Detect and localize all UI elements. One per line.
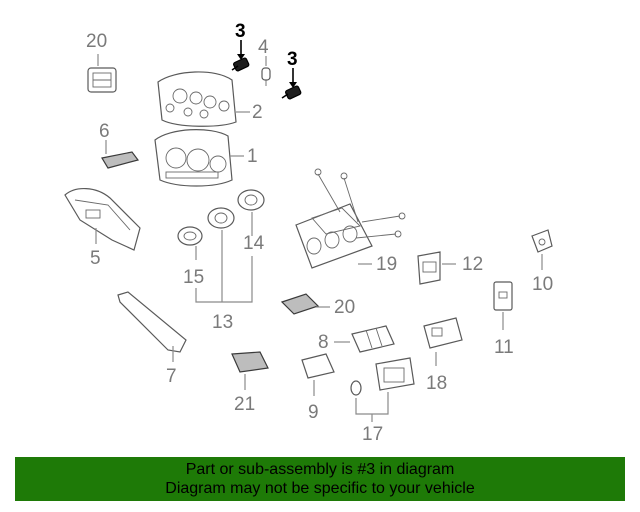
part-19-climate-control[interactable] [295,168,406,269]
part-3-bulb-socket-a[interactable] [231,57,250,72]
callout-21: 21 [234,394,255,415]
part-1-instrument-cluster[interactable] [154,129,233,187]
part-16-switch[interactable] [87,67,117,93]
callout-8: 8 [318,332,329,353]
callout-12: 12 [462,254,483,275]
part-21-relay[interactable] [231,351,269,373]
part-17-bulb[interactable] [350,380,362,396]
callout-15: 15 [183,267,204,288]
part-10-sensor[interactable] [531,229,553,253]
callout-20: 20 [334,297,355,318]
part-13-knob[interactable] [207,207,235,229]
leader-17-bracket [355,392,389,415]
arrowhead-3a [237,54,245,60]
part-3-bulb-socket-b[interactable] [281,85,302,100]
part-12-switch[interactable] [417,251,441,285]
callout-3a: 3 [235,21,246,42]
callout-1: 1 [247,146,258,167]
part-8-connector[interactable] [351,325,395,353]
callout-17: 17 [362,424,383,445]
part-17-switch[interactable] [375,357,415,391]
callout-13: 13 [212,312,233,333]
callout-18: 18 [426,373,447,394]
callout-7: 7 [166,366,177,387]
arrowhead-3b [289,82,297,88]
part-5-bezel[interactable] [64,188,141,251]
part-6-trim[interactable] [101,151,140,169]
part-4-bulb[interactable] [261,67,271,86]
part-2-cluster-lens[interactable] [157,71,237,127]
callout-16: 20 [86,31,107,52]
part-15-knob[interactable] [177,226,203,246]
part-7-trim-strip[interactable] [117,291,187,353]
callout-3b: 3 [287,49,298,70]
callout-6: 6 [99,121,110,142]
callout-9: 9 [308,402,319,423]
part-20-switch[interactable] [280,293,320,315]
part-18-switch[interactable] [423,317,463,349]
callout-10: 10 [532,274,553,295]
exploded-parts-diagram: 20 2 1 3 [64,21,553,445]
part-11-switch[interactable] [493,281,513,311]
part-9-sensor[interactable] [301,353,335,379]
leader-13-bracket [195,256,253,303]
part-14-knob[interactable] [237,189,265,211]
callout-5: 5 [90,248,101,269]
callout-11: 11 [494,337,514,358]
notice-line-2: Diagram may not be specific to your vehi… [165,480,475,497]
callout-4: 4 [258,37,269,58]
notice-line-1: Part or sub-assembly is #3 in diagram [185,461,455,478]
part-notice-banner: Part or sub-assembly is #3 in diagram Di… [15,457,625,501]
callout-14: 14 [243,233,265,254]
callout-2: 2 [252,102,263,123]
callout-19: 19 [376,254,397,275]
